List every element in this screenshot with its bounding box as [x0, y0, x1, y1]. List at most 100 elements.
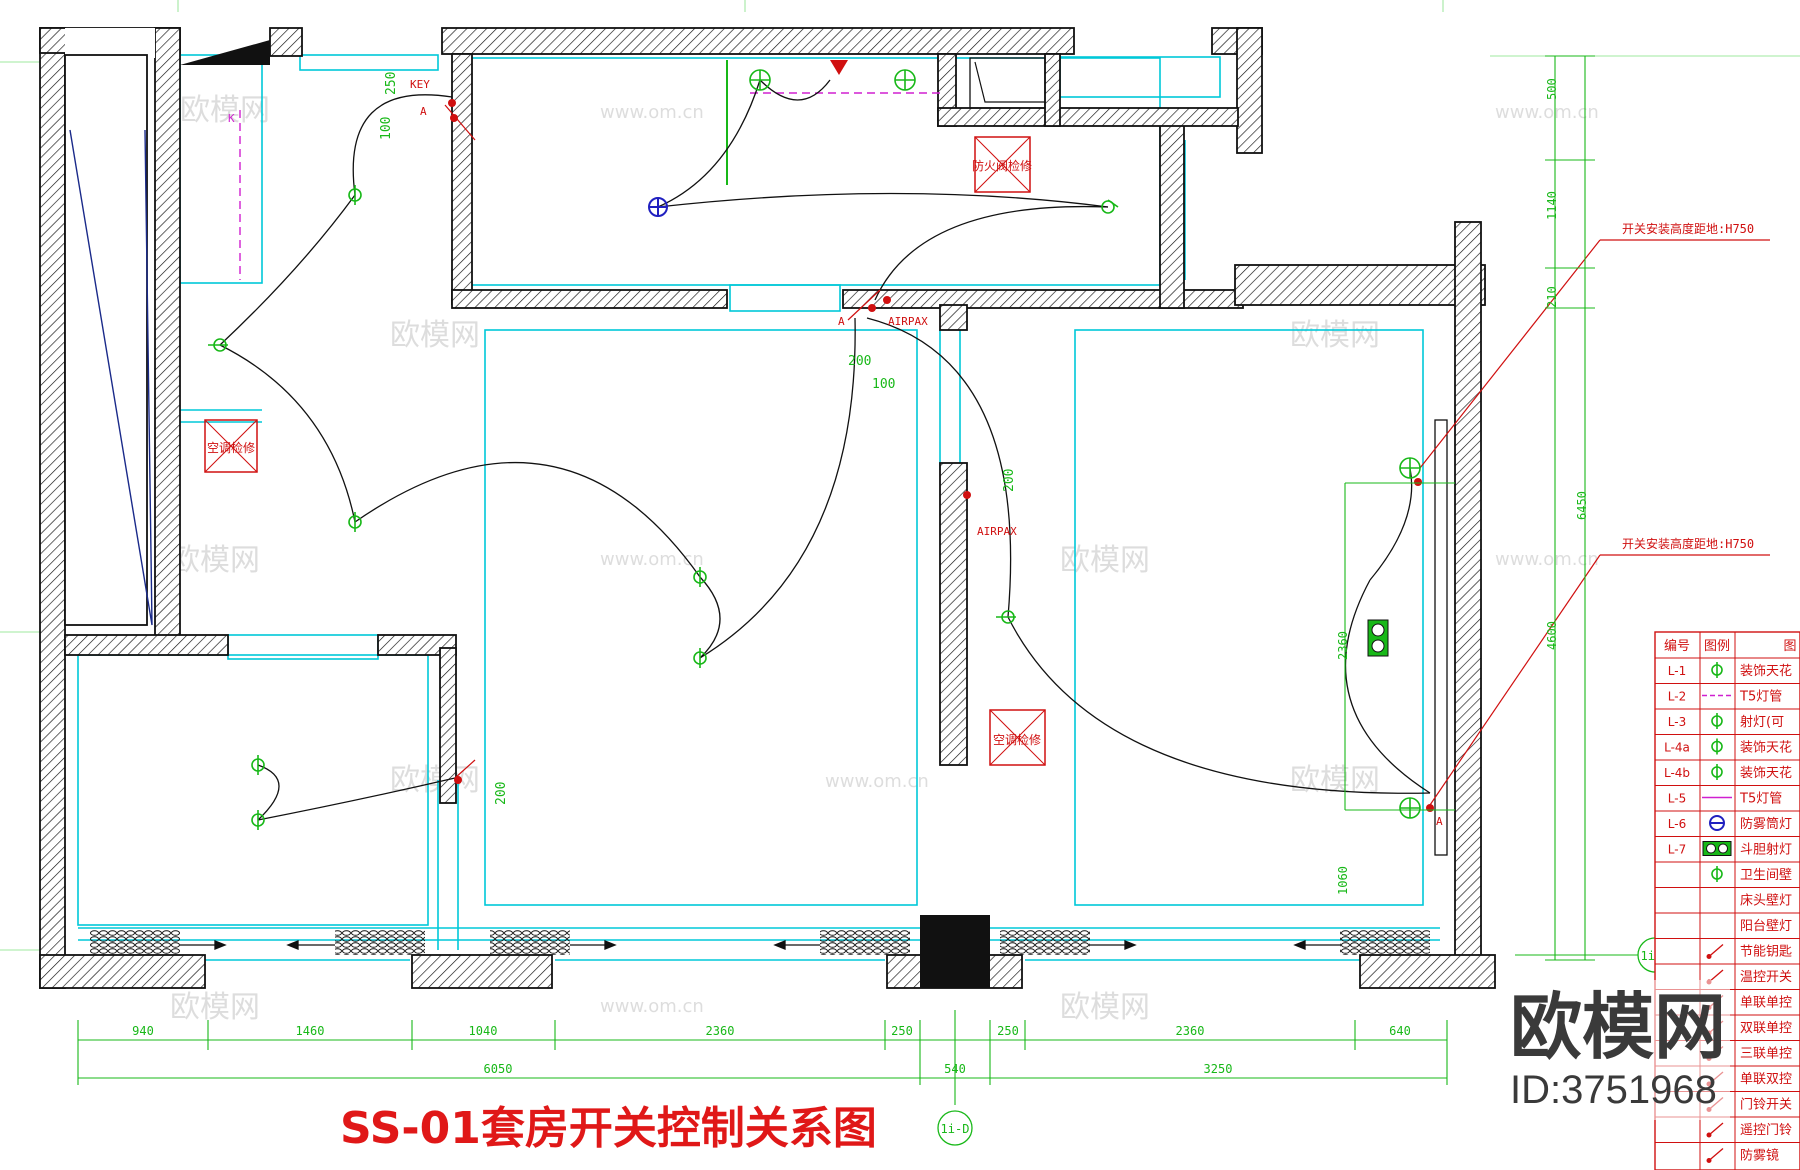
watermark: 欧模网 — [1060, 543, 1150, 578]
switch-tags: KEY A A A AIRPAX AIRPAX — [410, 78, 1443, 828]
dim-b250r: 250 — [997, 1024, 1019, 1038]
dim-r1060: 1060 — [1336, 866, 1350, 895]
watermark-url: www.om.cn — [600, 102, 704, 123]
dim-b1460: 1460 — [296, 1024, 325, 1038]
wardrobe-line — [69, 129, 153, 626]
bedroom-ceiling — [1074, 329, 1424, 906]
watermark-url: www.om.cn — [600, 996, 704, 1017]
airpax-tag-2: AIRPAX — [977, 525, 1017, 538]
local-dimensions: 250 100 200 100 200 200 — [379, 72, 1017, 805]
dim-200b: 200 — [1002, 469, 1017, 492]
switch-dots — [448, 99, 1434, 812]
dim-b940: 940 — [132, 1024, 154, 1038]
wall-bottom-4 — [1359, 954, 1496, 989]
ceiling-lamp-icon — [251, 755, 265, 775]
living-ceiling — [484, 329, 918, 906]
watermark: 欧模网 — [1060, 990, 1150, 1025]
legend-code: L-3 — [1668, 715, 1686, 729]
legend-code: L-7 — [1668, 843, 1686, 857]
watermark-url: www.om.cn — [600, 549, 704, 570]
legend-row: 防雾镜 — [1655, 1142, 1800, 1164]
watermarks-url: www.om.cn www.om.cn www.om.cn www.om.cn … — [600, 102, 1599, 1017]
dim-200c: 200 — [494, 782, 509, 805]
legend-desc: 射灯(可 — [1740, 714, 1784, 730]
airpax-tag-1: AIRPAX — [888, 315, 928, 328]
legend-desc: 装饰天花 — [1740, 740, 1792, 756]
bucket-spotlight-icon — [1367, 619, 1389, 657]
fire-valve-label: 防火阀检修 — [972, 158, 1032, 173]
wall-mid-post — [939, 304, 968, 331]
t5-lines — [239, 92, 940, 280]
ceiling-lamp-icon — [208, 338, 228, 352]
legend-code: L-1 — [1668, 664, 1686, 678]
legend-code: L-4a — [1664, 741, 1690, 755]
dim-100a: 100 — [379, 117, 394, 140]
ceiling-lamp-icon — [996, 610, 1016, 624]
walls — [39, 27, 1496, 989]
circuit-arcs — [219, 79, 1431, 821]
dim-b6050: 6050 — [484, 1062, 513, 1076]
wall-right — [1454, 221, 1482, 968]
fire-valve-hatch: 防火阀检修 — [972, 136, 1032, 193]
dim-b2360: 2360 — [706, 1024, 735, 1038]
dim-r6450: 6450 — [1575, 491, 1589, 520]
wall-left-room-top-b — [377, 634, 457, 656]
a-tag-3: A — [1436, 815, 1443, 828]
wall-bath-bottom-a — [451, 289, 728, 309]
legend-desc: 节能钥匙 — [1740, 945, 1792, 960]
legend-desc: 防雾镜 — [1740, 1148, 1779, 1164]
legend-desc: T5灯管 — [1739, 792, 1782, 807]
axis-tag-bottom: 1i-D — [937, 1110, 973, 1146]
legend-code: L-4b — [1664, 766, 1690, 780]
watermarks: 欧模网 欧模网 欧模网 欧模网 欧模网 欧模网 欧模网 欧模网 欧模网 — [170, 93, 1380, 1025]
structural-column — [920, 915, 990, 988]
bucket-light-icon — [1702, 841, 1732, 856]
legend-desc: 床头壁灯 — [1740, 894, 1792, 909]
legend-row: L-3 射灯(可 — [1655, 708, 1800, 730]
wall-lamp-icon — [894, 69, 916, 91]
dim-r4600: 4600 — [1545, 621, 1559, 650]
ceiling-lamp-icon — [348, 185, 362, 205]
dim-r210: 210 — [1545, 286, 1559, 308]
key-switch-icon — [1706, 944, 1724, 959]
wall-bath-left — [451, 53, 473, 305]
remote-icon — [1706, 1122, 1724, 1138]
wall-right-step — [1234, 264, 1486, 306]
legend-desc: 温控开关 — [1740, 970, 1792, 985]
legend-row: 卫生间壁 — [1655, 861, 1800, 883]
axis-tag-right: 1i-H — [1515, 937, 1673, 973]
wall-lamp-icon — [1399, 457, 1421, 479]
wall-lamp-icon — [1711, 866, 1723, 882]
watermark: 欧模网 — [1290, 318, 1380, 353]
bottom-dimension-chain: 940 1460 1040 2360 250 250 2360 640 6050… — [77, 1010, 1448, 1105]
right-dimension-chain: 500 1140 210 6450 4600 2360 1060 — [1336, 55, 1595, 961]
legend-desc: T5灯管 — [1739, 690, 1782, 705]
ceiling-lamp-icon — [693, 567, 707, 587]
ceiling-lamp-icon — [348, 512, 362, 532]
legend-code: L-6 — [1668, 817, 1686, 831]
brand-id: ID:3751968 — [1510, 1068, 1717, 1112]
ac-grilles — [90, 930, 1430, 955]
wall-bottom-2 — [411, 954, 553, 989]
wall-lamp-icon — [1399, 797, 1421, 819]
decor-ceiling-icon — [1711, 662, 1723, 678]
ac-service-label-2: 空调检修 — [993, 732, 1041, 747]
annotation-switch-height-2: 开关安装高度距地:H750 — [1622, 536, 1754, 551]
spotlight-icon — [1711, 713, 1723, 729]
wall-closet-c — [1044, 53, 1061, 127]
legend-desc: 遥控门铃 — [1740, 1123, 1792, 1138]
legend-row: 温控开关 — [1655, 963, 1800, 985]
door-swing-top-left — [180, 40, 270, 65]
dim-b3250: 3250 — [1204, 1062, 1233, 1076]
a-tag-2: A — [838, 315, 845, 328]
fogproof-icon — [1709, 815, 1725, 831]
dim-r500: 500 — [1545, 78, 1559, 100]
dim-b640: 640 — [1389, 1024, 1411, 1038]
wall-top-right-col — [1236, 27, 1263, 154]
watermark-url: www.om.cn — [1495, 549, 1599, 570]
wall-stub-top — [269, 27, 303, 57]
